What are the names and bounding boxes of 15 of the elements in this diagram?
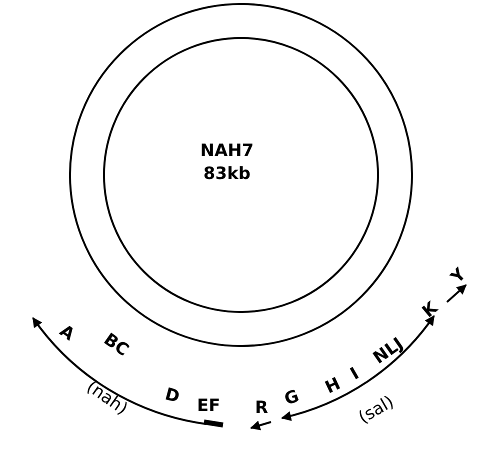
gene-label: I xyxy=(348,366,362,384)
gene-label: EF xyxy=(197,398,220,415)
gene-label: D xyxy=(163,386,182,407)
gene-label: H xyxy=(323,376,344,398)
gene-label: Y xyxy=(448,266,470,287)
gene-label: R xyxy=(255,400,268,417)
gene-label: BC xyxy=(100,331,132,360)
plasmid-size: 83kb xyxy=(203,166,251,183)
operon-label: (sal) xyxy=(356,394,398,428)
plasmid-name: NAH7 xyxy=(200,143,254,160)
gene-label: NLJ xyxy=(370,336,406,368)
plasmid-inner-circle xyxy=(103,37,379,313)
gene-label: A xyxy=(56,322,77,344)
gene-label: G xyxy=(282,388,302,409)
gene-label: K xyxy=(420,300,442,322)
